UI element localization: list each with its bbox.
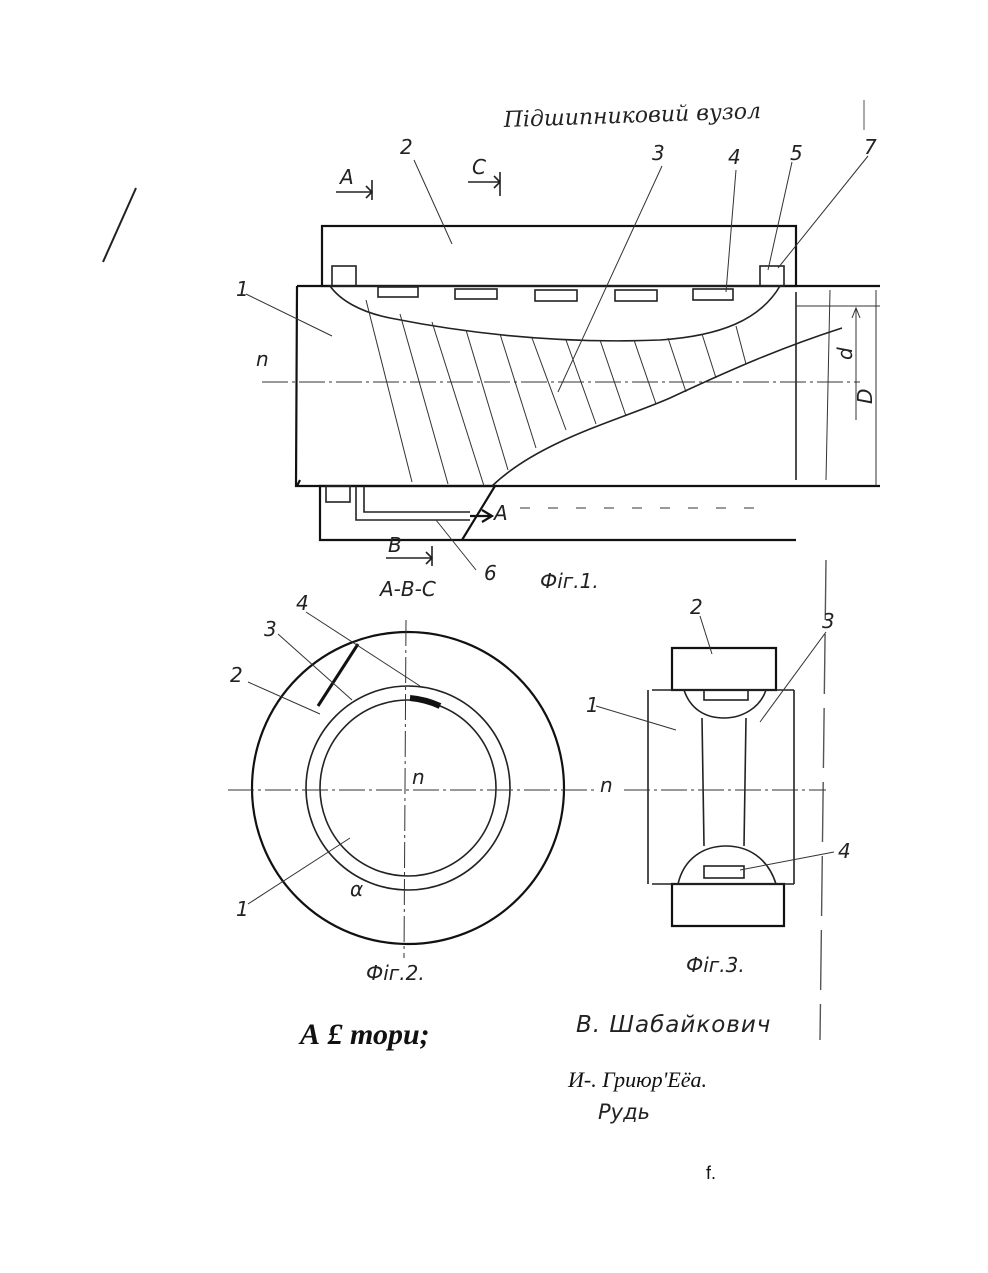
fig3-callout-2: 2 — [690, 595, 703, 619]
fig2-callout-2: 2 — [230, 663, 243, 687]
fig1-callout-5: 5 — [790, 141, 803, 165]
fig2-leaders — [248, 612, 420, 904]
fig2-axis-label: n — [412, 765, 425, 789]
fig1-callout-4: 4 — [728, 145, 741, 169]
fig1-callout-1: 1 — [236, 277, 249, 301]
fig2: 1 2 3 4 α n Фіг.2. — [228, 591, 598, 985]
fig2-callout-4: 4 — [296, 591, 309, 615]
insert-2 — [455, 289, 497, 299]
insert-5 — [693, 289, 733, 300]
seal-bottom-left — [326, 486, 350, 502]
fig2-angle-label: α — [350, 877, 363, 901]
fig1-mark-a-top: А — [338, 165, 354, 189]
author-name-2: И-. Гриюр'Еёа. — [568, 1067, 707, 1093]
fig2-callout-1: 1 — [236, 897, 249, 921]
fig2-insert — [410, 698, 440, 706]
fig1-dim-d: d — [833, 347, 857, 360]
fig3-callout-3: 3 — [822, 609, 835, 633]
fig3-leaders — [596, 616, 834, 870]
fig3-insert-top — [704, 690, 748, 700]
author-name-1: В. Шабайкович — [576, 1012, 771, 1038]
fig3-bushing-top — [684, 690, 766, 718]
fig1-mark-b-bottom: В — [388, 533, 402, 557]
lube-channel — [356, 486, 470, 520]
helical-grooves — [366, 300, 746, 486]
fig2-bushing-ring — [306, 686, 510, 890]
fig3-housing-top — [672, 648, 776, 690]
housing-bottom — [320, 486, 495, 540]
fig3-shaft — [648, 690, 794, 884]
fig2-caption: Фіг.2. — [366, 961, 425, 985]
cutaway-curve — [492, 328, 842, 486]
fig1-axis-label: n — [256, 347, 269, 371]
fig3: 1 2 3 4 n Фіг.3. — [586, 595, 851, 977]
page-mark: f. — [706, 1163, 716, 1184]
insert-1 — [378, 287, 418, 297]
fig3-neck — [702, 718, 746, 846]
fig1-callout-3: 3 — [652, 141, 665, 165]
fig3-housing-bottom — [672, 884, 784, 926]
fig3-callout-4: 4 — [838, 839, 851, 863]
insert-3 — [535, 290, 577, 301]
fig1-mark-c-top: С — [472, 155, 486, 179]
fig1-callout-2: 2 — [400, 135, 413, 159]
fig3-caption: Фіг.3. — [686, 953, 745, 977]
drawing-title: Підшипниковий вузол — [502, 99, 761, 133]
fig1: 1 2 3 4 5 6 7 А С В А n d D А-В-С Фіг.1. — [236, 135, 880, 601]
fig1-callout-7: 7 — [864, 135, 877, 159]
fig1-mark-a-flow: А — [492, 501, 508, 525]
author-name-3: Рудь — [598, 1100, 650, 1124]
fig2-callout-3: 3 — [264, 617, 277, 641]
fig2-axis-v — [404, 620, 406, 958]
seal-right — [760, 266, 784, 286]
fig3-callout-1: 1 — [586, 693, 599, 717]
fig3-axis-label: n — [600, 773, 613, 797]
seal-left — [332, 266, 356, 286]
shaft-break — [826, 290, 830, 480]
fig1-dim-D: D — [853, 389, 877, 404]
margin-mark — [103, 188, 136, 262]
fig1-callout-6: 6 — [484, 561, 497, 585]
authors-label: А £ тори; — [300, 1018, 430, 1052]
housing-top — [322, 226, 796, 286]
insert-4 — [615, 290, 657, 301]
fig2-shaft — [320, 700, 496, 876]
fig1-section-label: А-В-С — [378, 577, 436, 601]
bushing-section — [330, 286, 780, 341]
fig1-caption: Фіг.1. — [540, 569, 599, 593]
fig3-insert-bottom — [704, 866, 744, 878]
